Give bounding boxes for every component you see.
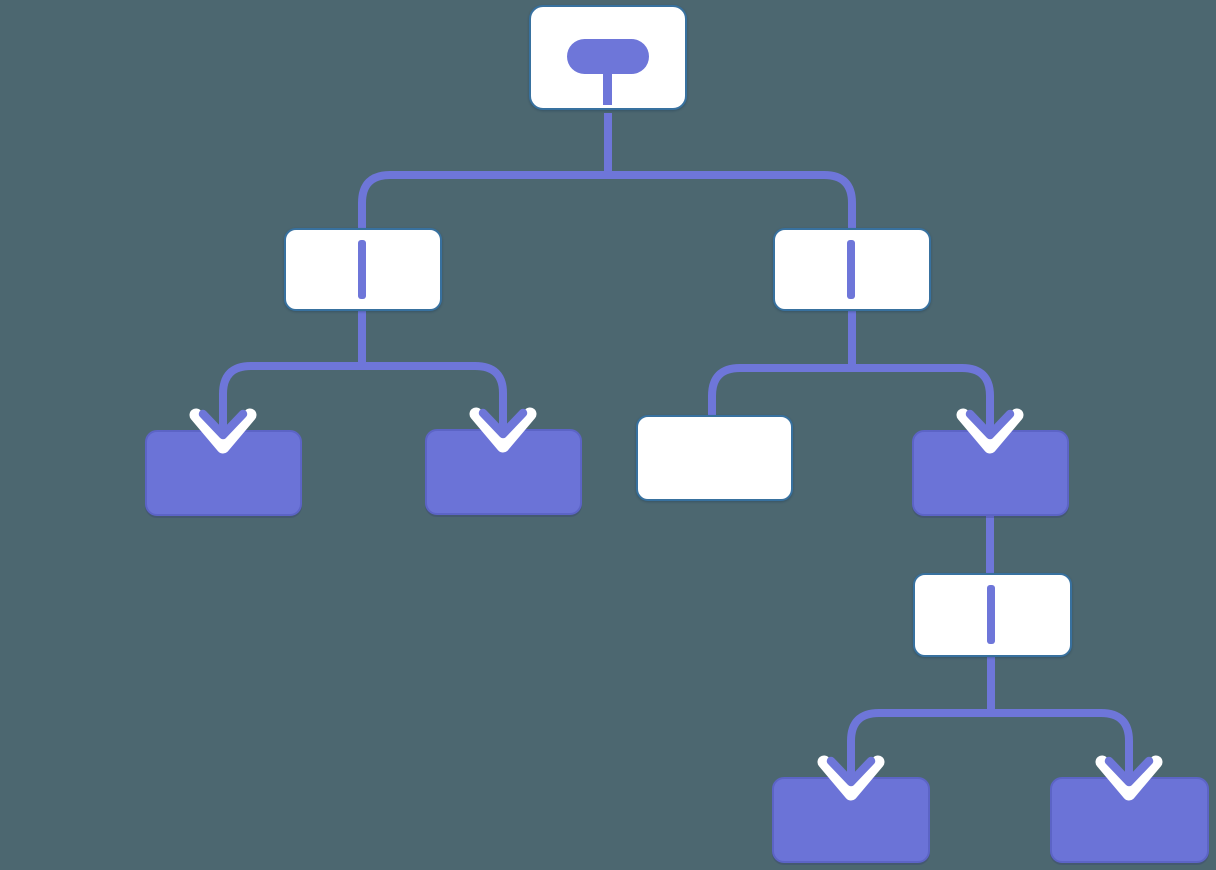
edge-root-branch: [358, 171, 856, 232]
node-branch-right[interactable]: [773, 228, 931, 311]
node-leaf-left-2[interactable]: [425, 429, 582, 515]
node-child-plain[interactable]: [636, 415, 793, 501]
node-bottom-leaf-left[interactable]: [772, 777, 930, 863]
pill-icon: [567, 39, 649, 74]
node-bottom-leaf-right[interactable]: [1050, 777, 1209, 863]
pass-through-line-icon: [847, 240, 855, 299]
node-child-arrow[interactable]: [912, 430, 1069, 516]
node-branch-left[interactable]: [284, 228, 442, 311]
pass-through-line-icon: [987, 585, 995, 644]
node-leaf-left-1[interactable]: [145, 430, 302, 516]
pass-through-line-icon: [358, 240, 366, 299]
edge-right-branch: [708, 364, 994, 421]
pill-stem-icon: [603, 72, 612, 105]
node-root[interactable]: [529, 5, 687, 110]
edge-bottom-branch: [847, 709, 1133, 768]
edge-left-branch: [219, 362, 507, 421]
node-sub-branch[interactable]: [913, 573, 1072, 657]
